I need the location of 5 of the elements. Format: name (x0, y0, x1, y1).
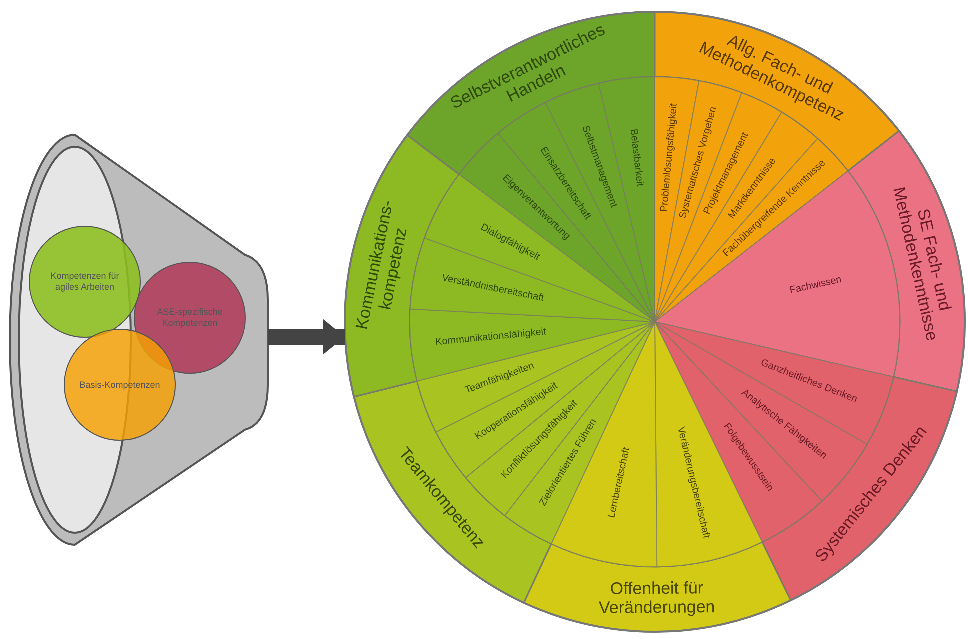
segment-heading: Offenheit für Veränderungen (598, 578, 717, 618)
segment-label: Fachwissen (789, 274, 844, 298)
block-arrow (268, 319, 345, 355)
segment-label: Belastbarkeit (626, 128, 646, 188)
competence-wheel (344, 11, 966, 633)
